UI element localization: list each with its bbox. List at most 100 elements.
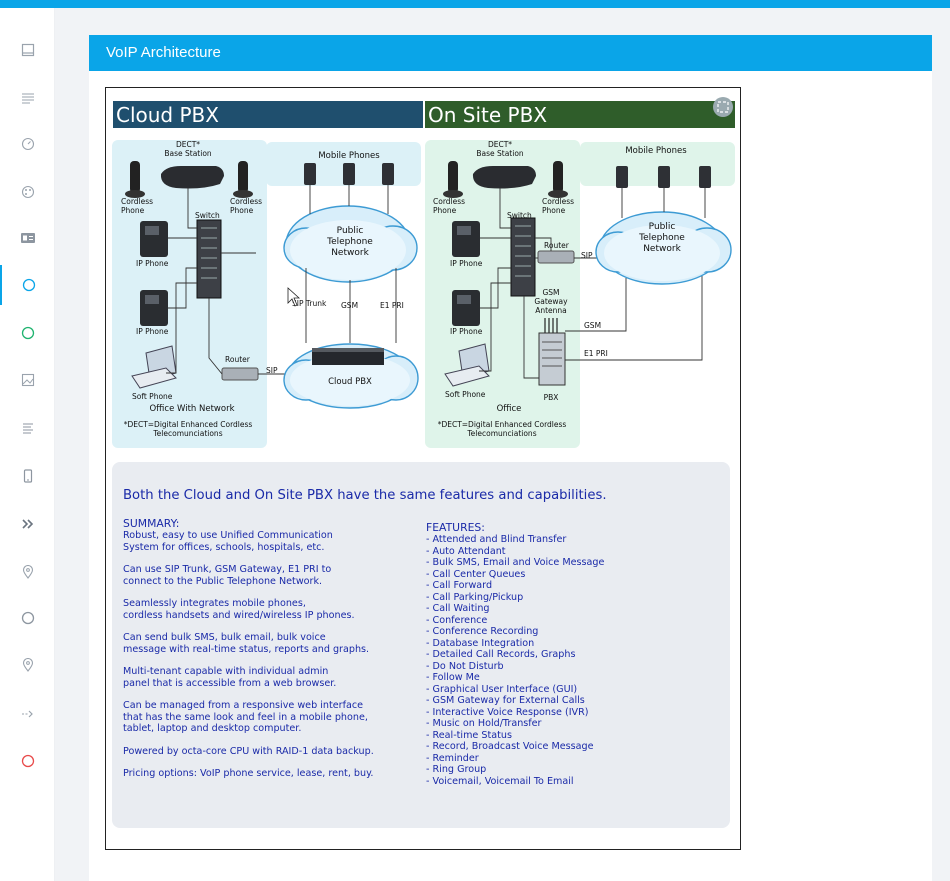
align-icon[interactable]: [0, 408, 55, 448]
network-switch: [196, 219, 222, 299]
trunk-lines-left: [305, 185, 397, 343]
cordless-label-r2: Cordless: [542, 197, 574, 206]
onsite-pbx-title: On Site PBX: [428, 103, 547, 127]
gauge-icon[interactable]: [0, 124, 55, 164]
ptn-right-line3: Network: [643, 244, 681, 254]
feature-item: - GSM Gateway for External Calls: [426, 695, 585, 706]
features-column: FEATURES: - Attended and Blind Transfer …: [426, 522, 726, 787]
summary-title: SUMMARY:: [123, 517, 180, 530]
switch-ports-right: [515, 225, 531, 277]
summary-paragraph: Robust, easy to use Unified Communicatio…: [123, 530, 333, 553]
feature-item: - Follow Me: [426, 672, 480, 683]
feature-item: - Bulk SMS, Email and Voice Message: [426, 557, 605, 568]
feature-item: - Conference: [426, 614, 488, 626]
feature-item: - Call Center Queues: [426, 568, 526, 580]
ip-phone-label-2: IP Phone: [136, 327, 169, 336]
image-icon[interactable]: [0, 360, 55, 400]
base-station-label: Base Station: [164, 149, 212, 158]
summary-panel: [112, 462, 730, 828]
router-label: Router: [225, 355, 251, 364]
ip-phone-label-r1: IP Phone: [450, 259, 483, 268]
lines-icon[interactable]: [0, 78, 55, 118]
gsm-antenna: [544, 318, 558, 334]
cloud-pbx-title: Cloud PBX: [116, 103, 219, 127]
circle-icon[interactable]: [0, 741, 55, 781]
pbx-server-slots: [542, 341, 562, 367]
mobile-phone-r2: [658, 166, 670, 188]
mobile-phone-1: [304, 163, 316, 185]
public-telephone-network-cloud-left: [283, 205, 418, 283]
palette-icon[interactable]: [0, 172, 55, 212]
id-card-icon[interactable]: [0, 218, 55, 258]
sip-label-right: SIP: [581, 251, 593, 260]
cordless-label-2b: Phone: [230, 206, 254, 215]
mobile-phone-r3: [699, 166, 711, 188]
mobile-phone-2: [343, 163, 355, 185]
dect-note-right-line1: *DECT=Digital Enhanced Cordless: [438, 420, 567, 429]
ptn-left-line1: Public: [337, 226, 364, 236]
ptn-left-line2: Telephone: [326, 237, 373, 247]
wiring-left: [166, 188, 286, 375]
double-chevron-icon[interactable]: [0, 504, 55, 544]
circle-icon[interactable]: [0, 313, 55, 353]
office-with-network-label: Office With Network: [149, 404, 234, 414]
feature-item: - Conference Recording: [426, 626, 539, 637]
mouse-cursor: [287, 287, 301, 307]
feature-item: - Voicemail, Voicemail To Email: [426, 775, 574, 787]
feature-item: - Music on Hold/Transfer: [426, 718, 542, 729]
pin-icon[interactable]: [0, 552, 55, 592]
feature-item: - Graphical User Interface (GUI): [426, 683, 578, 695]
mobile-phones-label: Mobile Phones: [318, 151, 380, 161]
e1-pri-label-left: E1 PRI: [380, 301, 404, 310]
mobile-phone-r1: [616, 166, 628, 188]
feature-item: - Auto Attendant: [426, 545, 506, 557]
router-label-right: Router: [544, 241, 570, 250]
pbx-label: PBX: [544, 393, 559, 402]
sip-trunk-label: SIP Trunk: [292, 299, 327, 308]
gsm-gateway-label-3: Antenna: [535, 306, 567, 315]
mobile-phones-label-right: Mobile Phones: [625, 146, 687, 156]
voip-architecture-figure: Cloud PBX On Site PBX DECT* Base Station…: [105, 87, 741, 850]
dect-note-line1: *DECT=Digital Enhanced Cordless: [124, 420, 253, 429]
summary-paragraph: Powered by octa-core CPU with RAID-1 dat…: [123, 745, 374, 757]
gsm-gateway-label-1: GSM: [542, 288, 559, 297]
top-accent-bar: [0, 0, 950, 8]
ip-phone-1-screen: [145, 226, 159, 235]
router-device-right: [537, 250, 575, 264]
feature-item: - Call Waiting: [426, 603, 490, 614]
soft-phone-label-right: Soft Phone: [445, 390, 486, 399]
circle-icon[interactable]: [0, 265, 55, 305]
features-title: FEATURES:: [426, 521, 485, 534]
ip-phone-2-screen: [145, 295, 159, 304]
network-switch-right: [510, 217, 536, 297]
cloud-pbx-server-top: [312, 348, 384, 352]
summary-paragraph: Pricing options: VoIP phone service, lea…: [123, 768, 374, 779]
dect-note-right-line2: Telecomunciations: [466, 429, 536, 438]
router-device: [221, 367, 259, 381]
ip-phone-r2-screen: [457, 295, 471, 304]
cordless-label-r1: Cordless: [433, 197, 465, 206]
onsite-pbx-banner: [425, 101, 735, 128]
screen-capture-icon[interactable]: [713, 97, 733, 117]
cordless-label-1: Cordless: [121, 197, 153, 206]
circle-icon[interactable]: [0, 598, 55, 638]
mobile-icon[interactable]: [0, 456, 55, 496]
cloud-pbx-label: Cloud PBX: [328, 377, 372, 387]
panel-icon[interactable]: [0, 30, 55, 70]
voip-architecture-card: VoIP Architecture Cloud PBX On Site PBX …: [89, 35, 932, 881]
sip-label: SIP: [266, 366, 278, 375]
card-title: VoIP Architecture: [89, 35, 932, 71]
dect-label: DECT*: [176, 140, 200, 149]
arrows-icon[interactable]: [0, 694, 55, 734]
cordless-phone-left-base: [125, 190, 145, 198]
summary-paragraph: Can use SIP Trunk, GSM Gateway, E1 PRI t…: [123, 564, 332, 587]
feature-item: - Ring Group: [426, 764, 487, 775]
dect-note-line2: Telecomunciations: [152, 429, 222, 438]
feature-item: - Call Forward: [426, 580, 493, 591]
summary-paragraph: Multi-tenant capable with individual adm…: [123, 666, 337, 689]
cordless-label-2: Cordless: [230, 197, 262, 206]
public-telephone-network-cloud-right: [595, 211, 732, 285]
cordless-phone-left: [130, 161, 140, 193]
cordless-phone-right: [238, 161, 248, 193]
pin-icon[interactable]: [0, 645, 55, 685]
